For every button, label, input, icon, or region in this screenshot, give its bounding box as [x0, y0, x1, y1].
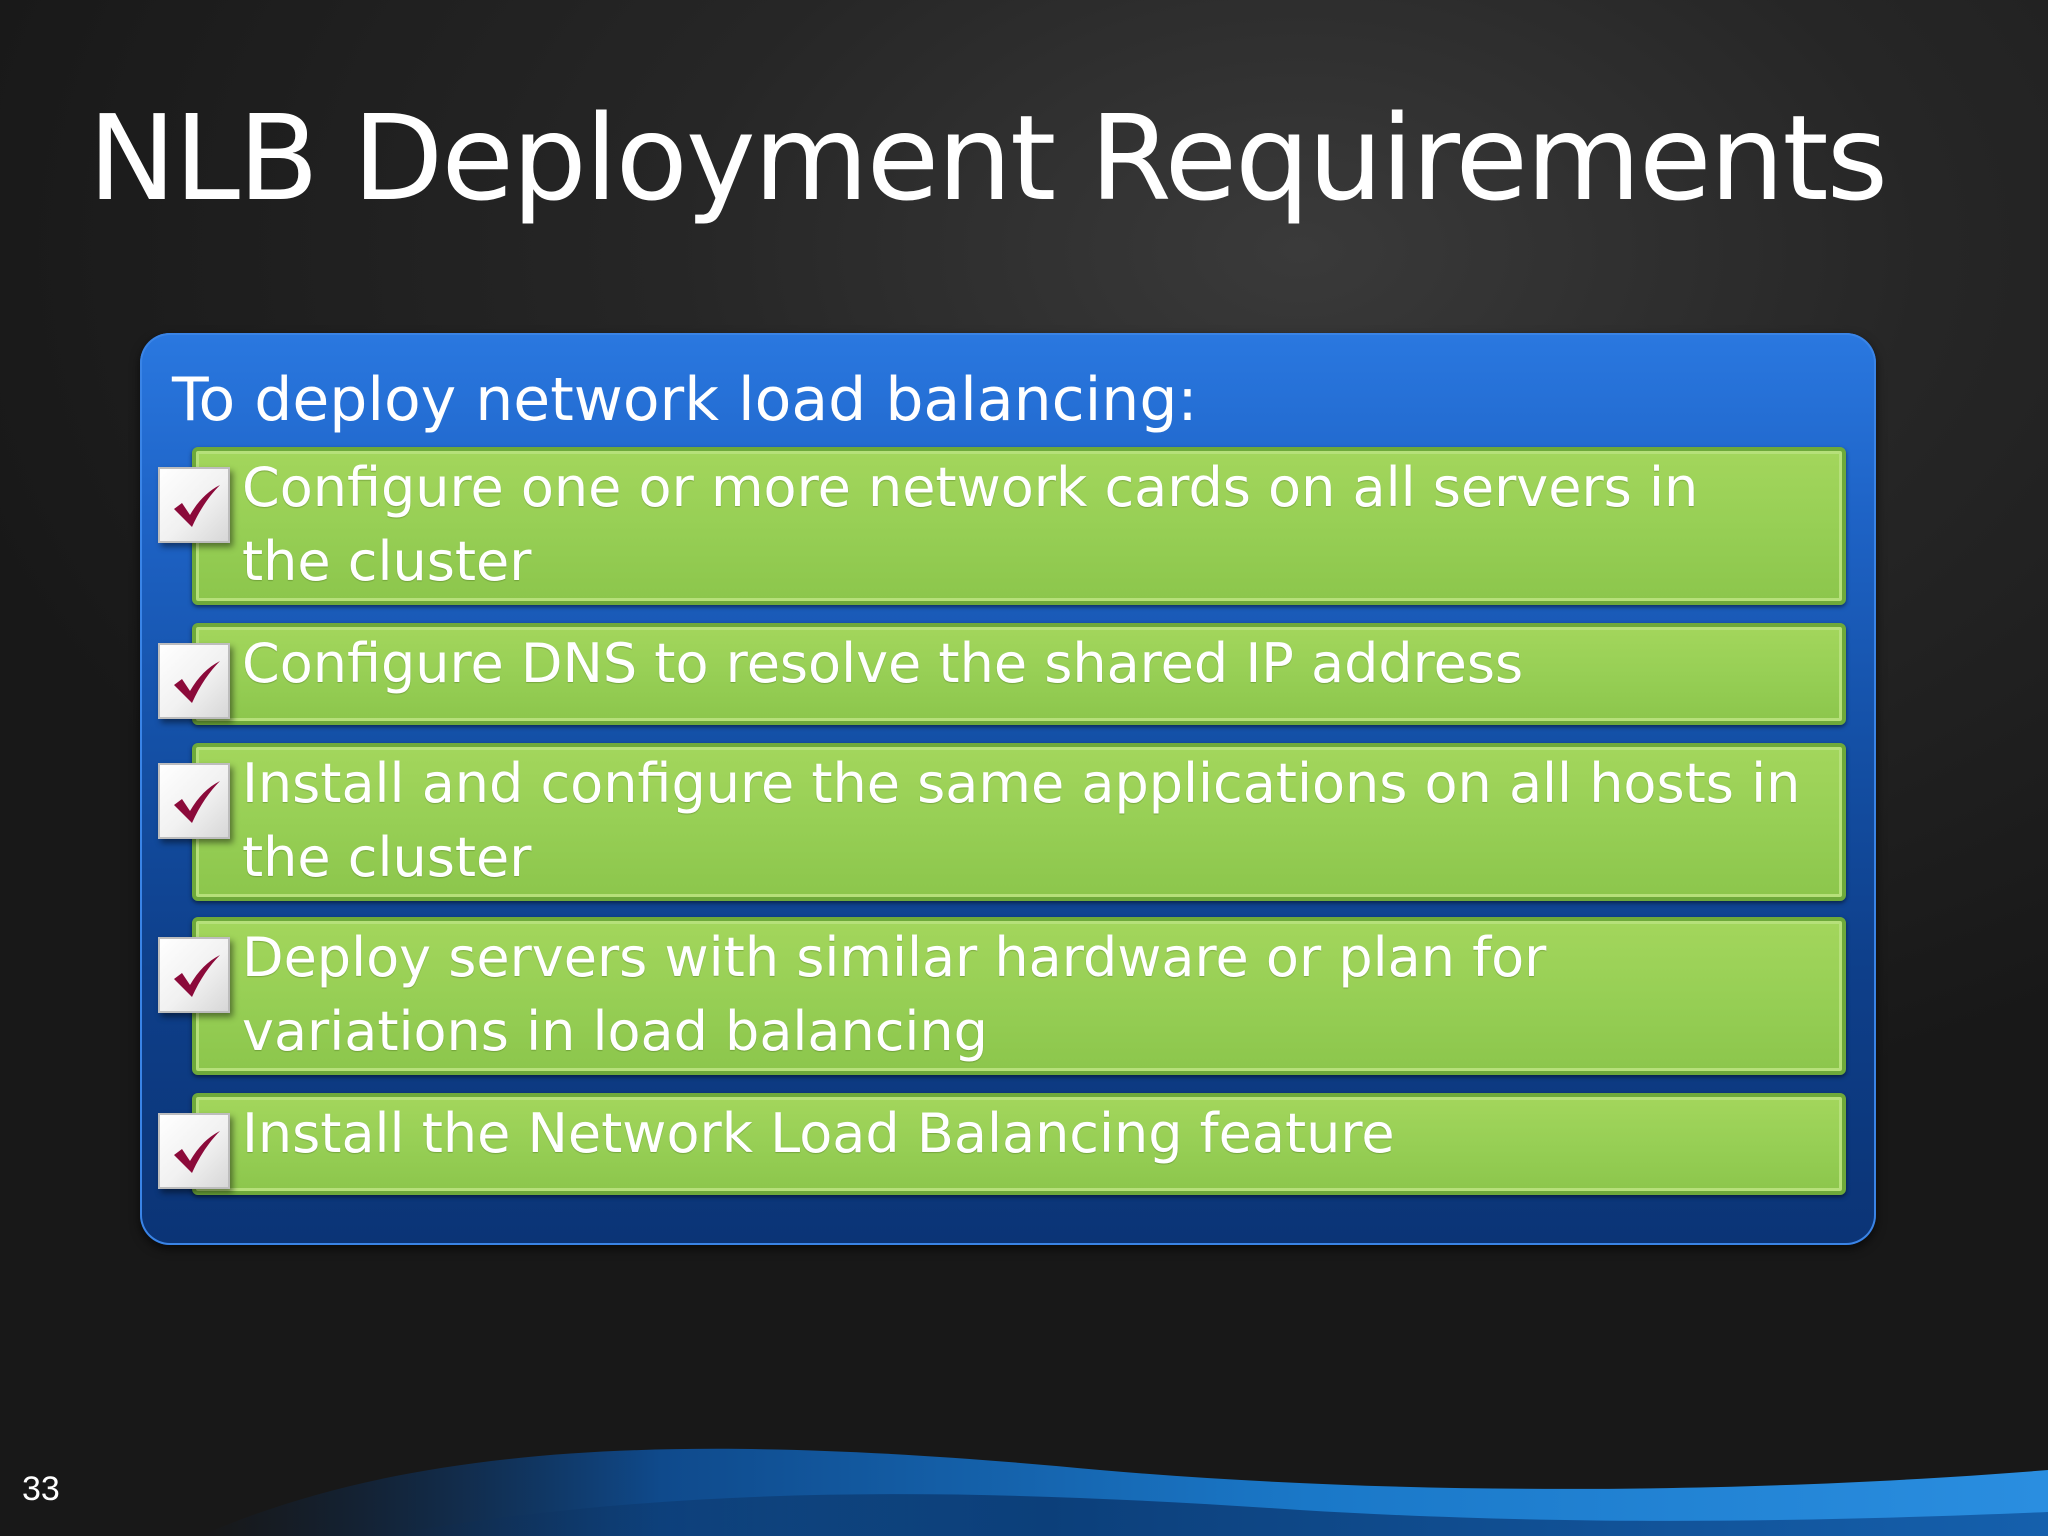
panel-heading: To deploy network load balancing:	[172, 365, 1198, 435]
checkmark-icon	[174, 661, 220, 703]
checkbox	[158, 763, 230, 839]
list-item-install-nlb-feature: Install the Network Load Balancing featu…	[158, 1093, 1846, 1195]
checkbox	[158, 643, 230, 719]
checkbox	[158, 467, 230, 543]
requirement-text: Install the Network Load Balancing featu…	[242, 1102, 1395, 1165]
requirement-text: Deploy servers with similar hardware or …	[242, 926, 1547, 1063]
requirement-text: Install and configure the same applicati…	[242, 752, 1801, 889]
requirements-panel: To deploy network load balancing: Config…	[140, 333, 1876, 1245]
list-item-install-applications: Install and configure the same applicati…	[158, 743, 1846, 901]
slide-title: NLB Deployment Requirements	[88, 89, 1888, 227]
checkmark-icon	[174, 781, 220, 823]
checkmark-icon	[174, 955, 220, 997]
list-item-configure-dns: Configure DNS to resolve the shared IP a…	[158, 623, 1846, 725]
requirement-text: Configure DNS to resolve the shared IP a…	[242, 632, 1524, 695]
checkmark-icon	[174, 1131, 220, 1173]
list-item-deploy-servers: Deploy servers with similar hardware or …	[158, 917, 1846, 1075]
requirement-text: Configure one or more network cards on a…	[242, 456, 1699, 593]
list-item-configure-network-cards: Configure one or more network cards on a…	[158, 447, 1846, 605]
checkbox	[158, 937, 230, 1013]
checkbox	[158, 1113, 230, 1189]
slide-number: 33	[22, 1470, 60, 1508]
checkmark-icon	[174, 485, 220, 527]
